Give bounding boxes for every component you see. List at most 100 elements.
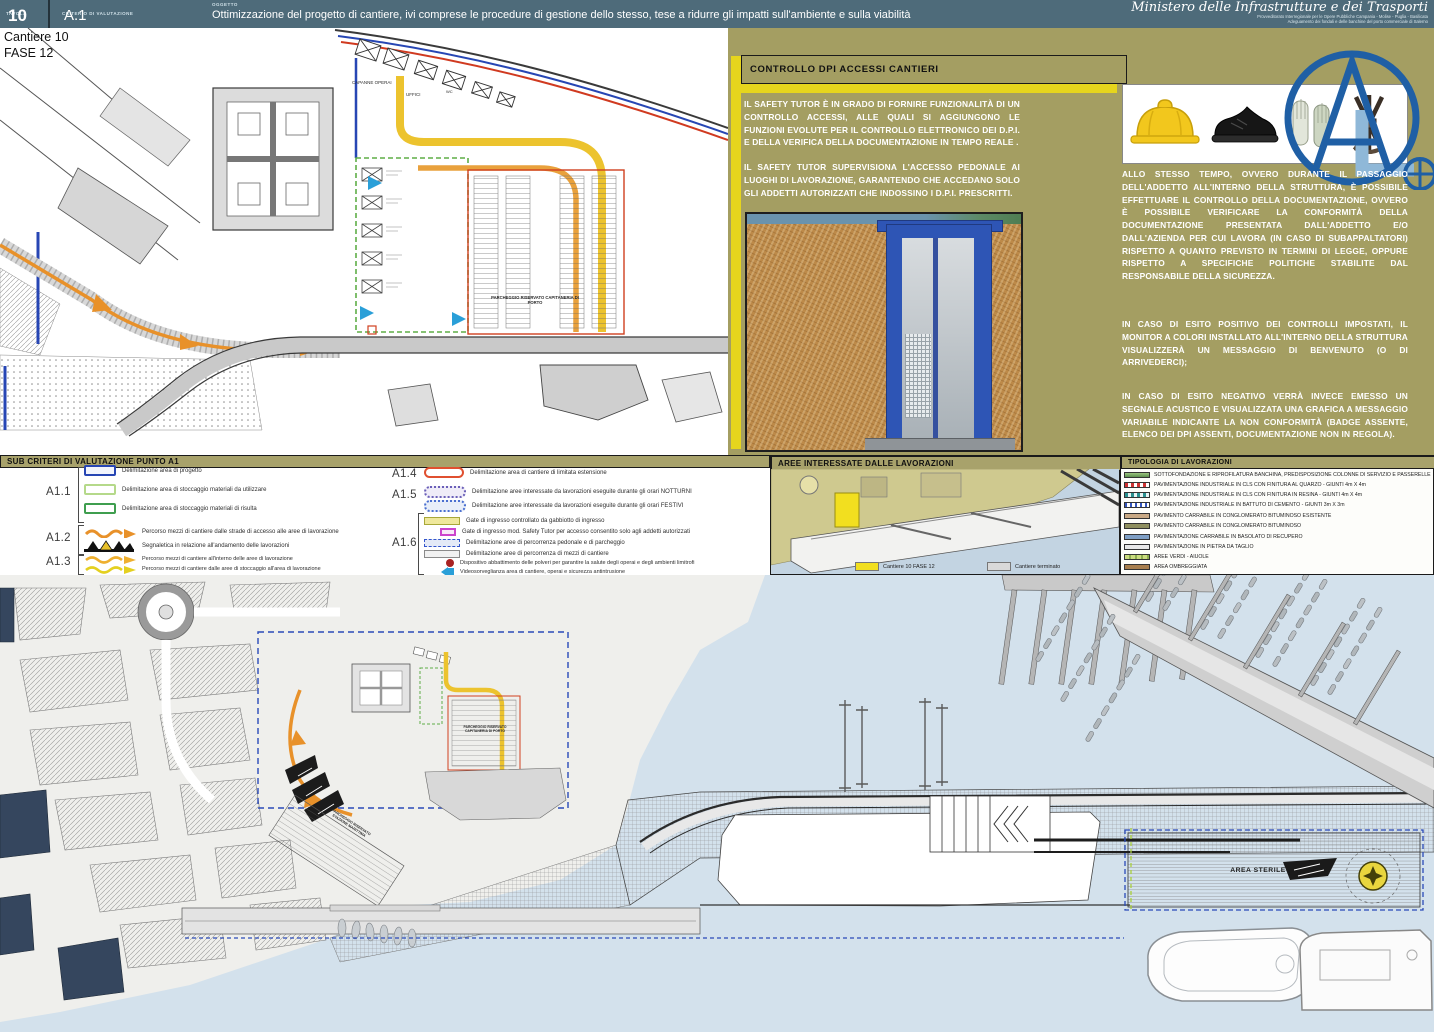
yellow-bar-vertical: [731, 56, 741, 449]
dpi-paragraph-1: IL SAFETY TUTOR È IN GRADO DI FORNIRE FU…: [744, 99, 1020, 148]
legend-row: Delimitazione area di stoccaggio materia…: [84, 483, 266, 496]
swatch-stoccaggio-utilizzare: [84, 484, 116, 495]
dpi-paragraph-5: IN CASO DI ESITO NEGATIVO VERRÀ INVECE E…: [1122, 391, 1408, 440]
swatch-percorrenza-pedonale: [424, 538, 460, 547]
osb-wall-left: [747, 224, 889, 450]
tipologia-panel: TIPOLOGIA DI LAVORAZIONI SOTTOFONDAZIONE…: [1120, 455, 1434, 575]
swatch-cantiere-limitato: [424, 467, 464, 478]
company-logo: [1284, 50, 1434, 190]
route-arrow-amber: [85, 556, 136, 564]
bracket: [78, 467, 84, 523]
criterio-value: A.1: [64, 7, 87, 24]
dpi-paragraph-2: IL SAFETY TUTOR SUPERVISIONA L'ACCESSO P…: [744, 162, 1020, 198]
ministry-block: Ministero delle Infrastrutture e dei Tra…: [1131, 1, 1428, 24]
label-uffici: UFFICI: [406, 92, 421, 97]
swatch-area-ombreggiata: [1124, 563, 1150, 570]
ministry-sub1: Provveditorato Interregionale per le Ope…: [1257, 14, 1428, 19]
route-arrow-orange: [84, 528, 136, 538]
legend-row: Delimitazione aree interessate da lavora…: [424, 485, 692, 498]
route-arrow-yellow: [85, 566, 136, 574]
camera-icon: [360, 306, 374, 320]
aree-minimap: [771, 469, 1119, 574]
camera-icon: [368, 176, 382, 190]
mooring-dolphins: [839, 698, 948, 792]
swatch-festivi: [424, 499, 466, 512]
swatch-pietra-taglio: [1124, 543, 1150, 550]
swatch-aree-verdi: [1124, 553, 1150, 560]
bracket: [78, 525, 84, 555]
site-plan-drawing: [0, 27, 729, 437]
swatch-basolato: [1124, 533, 1150, 540]
legend-row: Dispositivo abbattimento delle polveri p…: [446, 558, 695, 568]
code-a1-2: A1.2: [46, 532, 71, 544]
swatch-quarzo: [1124, 481, 1150, 488]
legend-row: Segnaletica in relazione all'andamento d…: [84, 539, 289, 552]
dpi-panel-title: CONTROLLO DPI ACCESSI CANTIERI: [741, 55, 1127, 84]
code-a1-5: A1.5: [392, 489, 417, 501]
swatch-videosorveglianza: [441, 567, 454, 577]
bracket: [418, 513, 424, 575]
dpi-paragraph-3: ALLO STESSO TEMPO, OVVERO DURANTE IL PAS…: [1122, 169, 1408, 282]
gate-mesh: [905, 334, 931, 418]
aree-legend-cantiere: Cantiere 10 FASE 12: [855, 562, 935, 571]
swatch-terminato: [987, 562, 1011, 571]
legend-row: Percorso mezzi di cantiere dalle aree di…: [84, 564, 321, 574]
sub-criteri-panel: SUB CRITERI DI VALUTAZIONE PUNTO A1 A1.1…: [0, 455, 770, 577]
ministry-sub2: Adeguamento dei fondali e delle banchine…: [1287, 19, 1428, 24]
swatch-abbattimento-polveri: [446, 559, 454, 567]
tipologia-row: PAVIMENTO CARRABILE IN CONGLOMERATO BITU…: [1124, 511, 1331, 520]
swatch-bituminoso: [1124, 522, 1150, 529]
legend-row: Delimitazione area di stoccaggio materia…: [84, 502, 257, 515]
gate-post: [933, 238, 938, 438]
swatch-cantiere10: [855, 562, 879, 571]
legend-row: Delimitazione area di cantiere di limita…: [424, 466, 607, 479]
oggetto-label: OGGETTO: [212, 2, 238, 7]
dpi-paragraph-4: IN CASO DI ESITO POSITIVO DEI CONTROLLI …: [1122, 319, 1408, 368]
legend-row: Gate di ingresso controllato da gabbiott…: [424, 515, 604, 526]
code-a1-3: A1.3: [46, 556, 71, 568]
legend-row: Delimitazione aree di percorrenza pedona…: [424, 537, 625, 548]
tipologia-row: PAVIMENTAZIONE INDUSTRIALE IN CLS CON FI…: [1124, 490, 1362, 499]
tipologia-title: TIPOLOGIA DI LAVORAZIONI: [1121, 456, 1434, 469]
dark-blocks: [0, 587, 125, 1001]
tipologia-row: AREA OMBREGGIATA: [1124, 562, 1207, 571]
code-a1-1: A1.1: [46, 486, 71, 498]
code-a1-4: A1.4: [392, 468, 417, 480]
tipologia-row: PAVIMENTAZIONE INDUSTRIALE IN CLS CON FI…: [1124, 480, 1366, 489]
swatch-area-progetto: [84, 465, 116, 476]
cabins: [354, 38, 516, 108]
swatch-stoccaggio-risulta: [84, 503, 116, 514]
swatch-gate-gabbiotto: [424, 516, 460, 525]
swatch-notturni: [424, 485, 466, 498]
harbour-map: PARCHEGGIO RISERVATO CAPITANERIA DI PORT…: [0, 513, 1434, 1032]
swatch-sottofondazione: [1124, 471, 1150, 478]
legend-row: Videosorveglianza area di cantiere, oper…: [441, 567, 625, 577]
legend-row: Delimitazione area di progetto: [84, 464, 202, 477]
tipologia-row: PAVIMENTAZIONE CARRABILE IN BASOLATO DI …: [1124, 532, 1303, 541]
swatch-battuto-cemento: [1124, 501, 1150, 508]
marina-piers: [1132, 537, 1401, 726]
tavola-number: 10: [8, 6, 27, 25]
swatch-bituminoso-esistente: [1124, 512, 1150, 519]
divider: [48, 0, 50, 28]
legend-row: Gate di ingresso mod. Safety Tutor per a…: [440, 526, 690, 537]
ministry-name: Ministero delle Infrastrutture e dei Tra…: [1131, 0, 1428, 15]
aree-panel: AREE INTERESSATE DALLE LAVORAZIONI Canti…: [770, 455, 1127, 575]
label-parcheggio-mini: PARCHEGGIO RISERVATO CAPITANERIA DI PORT…: [463, 725, 507, 733]
tavola-label: TAVOLA: [6, 11, 27, 16]
code-a1-6: A1.6: [392, 537, 417, 549]
legend-row: Delimitazione aree interessate da lavora…: [424, 499, 683, 512]
legend-row: Percorso mezzi di cantiere dalle strade …: [84, 525, 339, 538]
sheet-title: Ottimizzazione del progetto di cantiere,…: [212, 9, 911, 21]
legend-row: Delimitazione aree di percorrenza di mez…: [424, 548, 609, 559]
criterio-label: CRITERIO DI VALUTAZIONE: [62, 11, 134, 16]
label-wc: WC: [446, 89, 453, 94]
swatch-gate-safety-tutor: [440, 527, 456, 536]
swatch-percorrenza-mezzi: [424, 549, 460, 558]
ships: [1147, 927, 1433, 1011]
hardhat-icon: [1130, 99, 1200, 144]
label-capanne: CAPANNE OPERAI: [352, 80, 392, 85]
